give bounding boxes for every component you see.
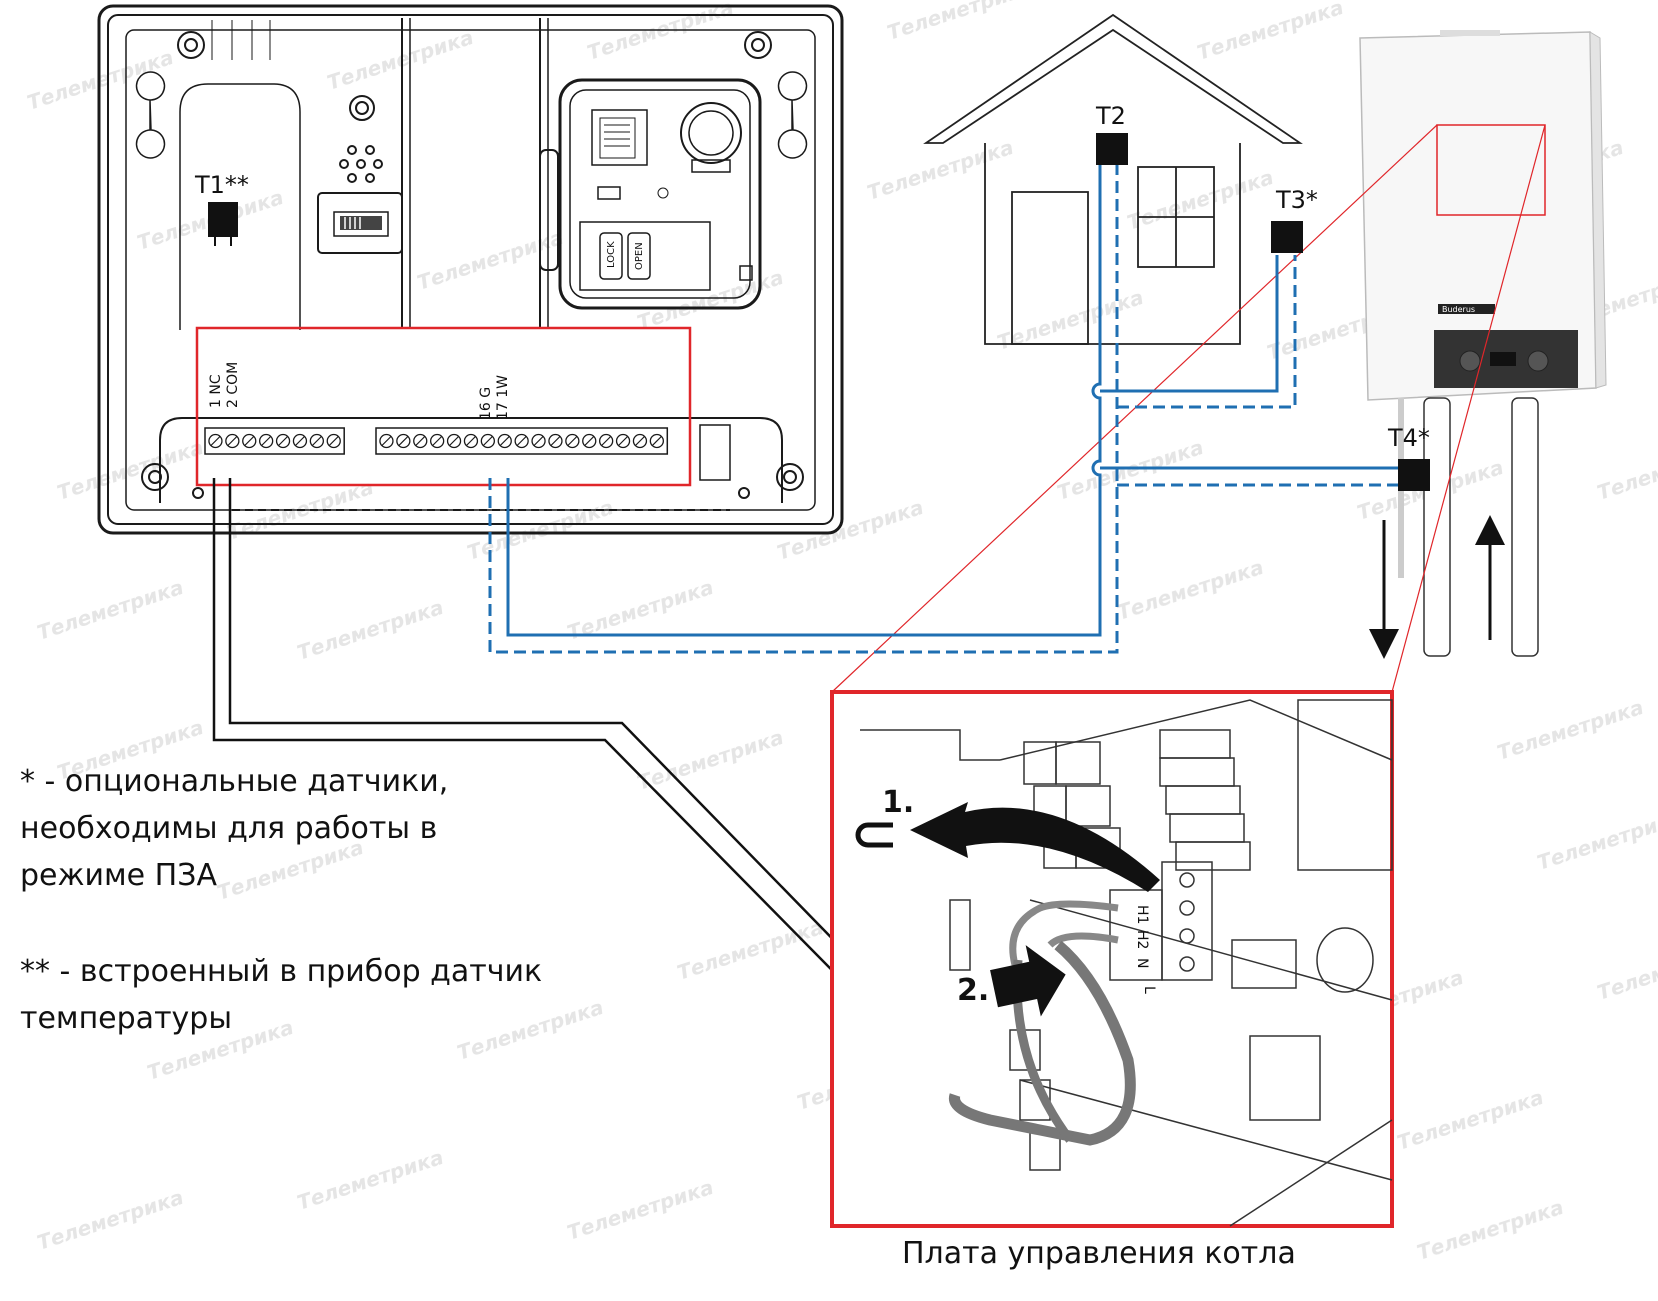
sensor-wiring [488,161,1402,654]
watermark-text: Телеметрика [54,435,206,505]
watermark-text: Телеметрика [1594,435,1658,505]
terminal-screw [326,433,341,449]
watermark-text: Телеметрика [1594,935,1658,1005]
watermark-text: Телеметрика [1054,435,1206,505]
controller-device [97,4,844,535]
watermark-text: Телеметрика [1494,695,1646,765]
note-builtin-sensor: ** - встроенный в прибор датчик температ… [20,954,543,1036]
watermark-text: Телеметрика [34,575,186,645]
watermark-text: Телеметрика [584,0,736,65]
terminal-block-left [204,427,345,455]
terminal-g-label: 16 G [478,387,494,420]
step1-arrow [910,802,1160,892]
terminal-screw [531,433,546,449]
relay-wiring [212,478,976,1101]
t2-sensor [1096,133,1128,165]
t1-sensor [208,202,238,246]
watermark-text: Телеметрика [674,915,826,985]
board-label-h2: H2 [1134,930,1150,949]
terminal-screw [309,433,325,449]
terminal-screw [463,433,479,449]
t4-sensor [1398,459,1430,491]
terminal-screw [225,433,240,449]
watermark-text: Телеметрика [564,1175,716,1245]
terminal-w-label: 17 1W [495,375,511,420]
watermark-text: Телеметрика [294,595,446,665]
t1-label: T1** [194,171,249,199]
boiler-board-caption: Плата управления котла [902,1236,1296,1271]
t3-sensor [1271,221,1303,253]
note-optional-sensors: * - опциональные датчики, необходимы для… [20,764,449,893]
boiler-board-highlight [1436,124,1546,216]
terminal-screw [292,433,308,449]
t2-label: T2 [1095,102,1126,130]
terminal-screw [208,433,223,449]
lock-label: LOCK [606,241,617,268]
terminal-screw [615,433,631,449]
watermark-text: Телеметрика [884,0,1036,45]
terminal-com-label: 2 COM [225,362,241,408]
watermark-text: Телеметрика [464,495,616,565]
house [923,13,1303,345]
terminal-screw [514,433,529,449]
watermark-text: Телеметрика [1194,0,1346,65]
terminal-screw [242,433,257,449]
terminal-screw [429,433,445,449]
watermark-text: Телеметрика [774,495,926,565]
step2-label: 2. [957,973,989,1008]
watermark-text: Телеметрика [34,1185,186,1255]
watermark-text: Телеметрика [1534,805,1658,875]
terminal-screw [632,433,648,449]
watermark-text: Телеметрика [1114,555,1266,625]
board-label-l: L [1141,986,1157,994]
terminal-screw [582,433,597,449]
watermark-text: Телеметрика [1394,1085,1546,1155]
t4-label: T4* [1387,424,1430,452]
jumper-icon [855,822,893,848]
terminal-screw [548,433,563,449]
terminal-screw [379,433,394,449]
terminal-screw [275,433,291,449]
t3-label: T3* [1275,186,1318,214]
terminal-screw [565,433,580,449]
terminal-screw [480,433,496,449]
boiler-brand: Buderus [1442,305,1475,314]
terminal-screw [413,433,428,449]
watermark-text: Телеметрика [1124,165,1276,235]
board-label-n: N [1134,958,1150,968]
terminal-screw [258,433,274,449]
boiler: Buderus [1359,30,1607,659]
watermark-text: Телеметрика [1414,1195,1566,1265]
terminal-nc-label: 1 NC [208,374,224,408]
watermark-text: Телеметрика [294,1145,446,1215]
zoom-line-right [1391,124,1546,693]
terminal-highlight [195,326,692,487]
watermark-text: Телеметрика [324,25,476,95]
boiler-control-board-zoom: H1 H2 N L 1. 2. [830,690,1394,1228]
board-label-h1: H1 [1134,905,1150,924]
step1-label: 1. [882,785,914,820]
zoom-line-left [831,124,1438,693]
open-label: OPEN [634,242,645,270]
watermark-text: Телеметрика [414,225,566,295]
terminal-screw [396,433,411,449]
terminal-screw [649,433,664,449]
terminal-block-right [375,427,669,455]
terminal-screw [599,433,614,449]
terminal-screw [446,433,462,449]
step2-arrow [990,945,1066,1017]
watermark-text: Телеметрика [864,135,1016,205]
terminal-screw [497,433,512,449]
